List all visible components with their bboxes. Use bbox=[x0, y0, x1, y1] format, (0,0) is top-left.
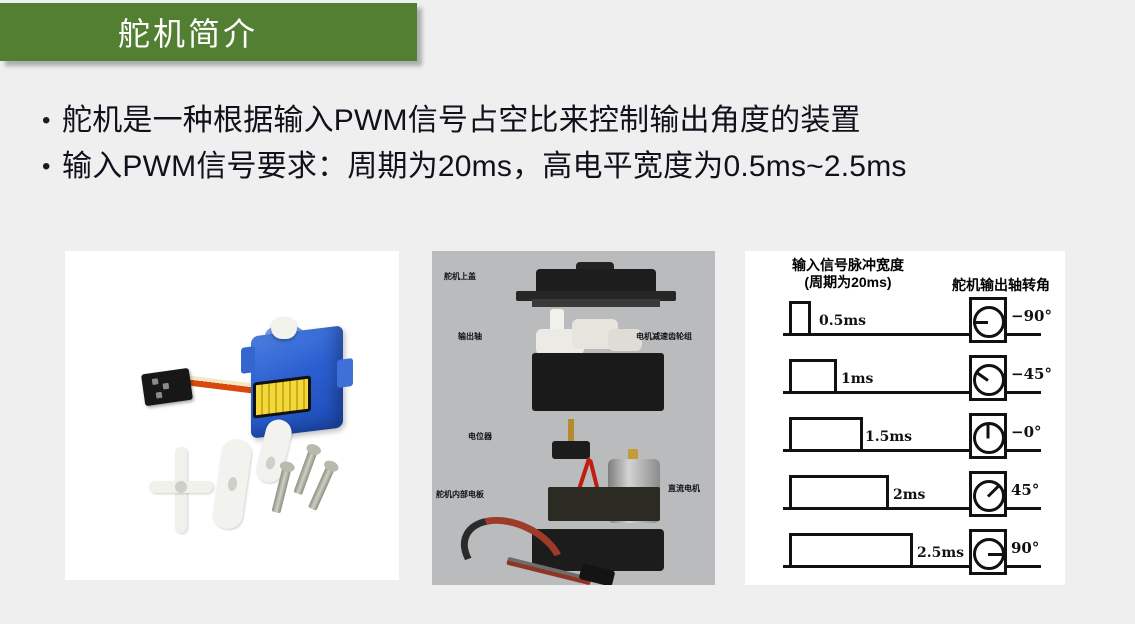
pulse-waveform bbox=[789, 475, 889, 510]
list-item: • 输入PWM信号要求：周期为20ms，高电平宽度为0.5ms~2.5ms bbox=[36, 148, 1106, 186]
signal-baseline bbox=[783, 391, 1041, 394]
output-angle-dial bbox=[969, 471, 1007, 517]
servo-top-cover-lip bbox=[532, 299, 660, 307]
motor-shaft bbox=[628, 449, 638, 461]
pulse-row: 1ms −45° bbox=[745, 353, 1065, 405]
bullet-list: • 舵机是一种根据输入PWM信号占空比来控制输出角度的装置 • 输入PWM信号要… bbox=[36, 102, 1106, 194]
exploded-label-pcb: 舵机内部电板 bbox=[436, 490, 484, 499]
signal-baseline bbox=[783, 449, 1041, 452]
servo-horn-double bbox=[210, 437, 254, 531]
pulse-width-label: 1ms bbox=[841, 371, 874, 387]
output-angle-dial bbox=[969, 297, 1007, 343]
pulse-row: 0.5ms −90° bbox=[745, 295, 1065, 347]
pulse-width-label: 2.5ms bbox=[917, 545, 965, 561]
servo-output-spline bbox=[271, 317, 297, 339]
pulse-width-label: 0.5ms bbox=[819, 313, 867, 329]
diagram-header-right: 舵机输出轴转角 bbox=[952, 277, 1050, 293]
exploded-label-dc-motor: 直流电机 bbox=[668, 484, 700, 493]
slide-title-banner: 舵机简介 bbox=[0, 3, 417, 61]
pulse-waveform bbox=[789, 301, 811, 336]
pwm-angle-diagram: 输入信号脉冲宽度 (周期为20ms) 舵机输出轴转角 0.5ms −90° 1m… bbox=[745, 251, 1065, 585]
servo-top-cover-flange bbox=[516, 291, 676, 301]
servo-sticker-label bbox=[256, 378, 308, 416]
figure-row: 舵机上盖 输出轴 电机减速齿轮组 电位器 舵机内部电板 直流电机 输入信号脉冲宽… bbox=[0, 251, 1135, 591]
signal-baseline bbox=[783, 507, 1041, 510]
servo-horn-cross bbox=[149, 447, 213, 533]
servo-product-photo bbox=[65, 251, 399, 580]
servo-middle-case bbox=[532, 353, 664, 411]
angle-label: −0° bbox=[1011, 423, 1042, 441]
output-angle-dial bbox=[969, 413, 1007, 459]
exploded-label-top-cover: 舵机上盖 bbox=[444, 272, 476, 281]
exploded-label-potentiometer: 电位器 bbox=[468, 432, 492, 441]
servo-top-cover-nub bbox=[576, 262, 614, 272]
bullet-marker-icon: • bbox=[42, 153, 51, 180]
pulse-waveform bbox=[789, 417, 863, 452]
servo-gear bbox=[608, 329, 642, 351]
list-item: • 舵机是一种根据输入PWM信号占空比来控制输出角度的装置 bbox=[36, 102, 1106, 140]
page-title: 舵机简介 bbox=[118, 16, 259, 52]
pulse-waveform bbox=[789, 533, 913, 568]
diagram-header-left-line1: 输入信号脉冲宽度 bbox=[792, 257, 904, 273]
pulse-width-label: 1.5ms bbox=[865, 429, 913, 445]
servo-mount-tab bbox=[337, 358, 353, 388]
angle-label: −90° bbox=[1011, 307, 1052, 325]
potentiometer bbox=[552, 441, 590, 459]
pulse-row: 2.5ms 90° bbox=[745, 527, 1065, 579]
bullet-text: 输入PWM信号要求：周期为20ms，高电平宽度为0.5ms~2.5ms bbox=[62, 150, 907, 183]
pulse-width-label: 2ms bbox=[893, 487, 926, 503]
bullet-text: 舵机是一种根据输入PWM信号占空比来控制输出角度的装置 bbox=[62, 104, 861, 137]
pulse-row: 1.5ms −0° bbox=[745, 411, 1065, 463]
control-pcb bbox=[548, 487, 660, 521]
servo-exploded-photo: 舵机上盖 输出轴 电机减速齿轮组 电位器 舵机内部电板 直流电机 bbox=[432, 251, 715, 585]
servo-mount-tab bbox=[241, 346, 255, 374]
signal-baseline bbox=[783, 333, 1041, 336]
servo-connector bbox=[141, 367, 193, 407]
servo-output-shaft bbox=[550, 309, 564, 335]
diagram-header-left-line2: (周期为20ms) bbox=[804, 274, 892, 290]
diagram-header-left: 输入信号脉冲宽度 (周期为20ms) bbox=[753, 257, 943, 291]
output-angle-dial bbox=[969, 529, 1007, 575]
exploded-label-gear-train: 电机减速齿轮组 bbox=[636, 332, 692, 341]
exploded-label-output-shaft: 输出轴 bbox=[458, 332, 482, 341]
potentiometer-shaft bbox=[568, 419, 574, 445]
angle-label: 45° bbox=[1011, 481, 1040, 499]
pulse-row: 2ms 45° bbox=[745, 469, 1065, 521]
output-angle-dial bbox=[969, 355, 1007, 401]
angle-label: 90° bbox=[1011, 539, 1040, 557]
mounting-screw bbox=[308, 458, 341, 511]
angle-label: −45° bbox=[1011, 365, 1052, 383]
servo-bottom-case bbox=[532, 529, 664, 571]
mounting-screw bbox=[293, 442, 323, 496]
bullet-marker-icon: • bbox=[42, 107, 51, 134]
pulse-waveform bbox=[789, 359, 837, 394]
